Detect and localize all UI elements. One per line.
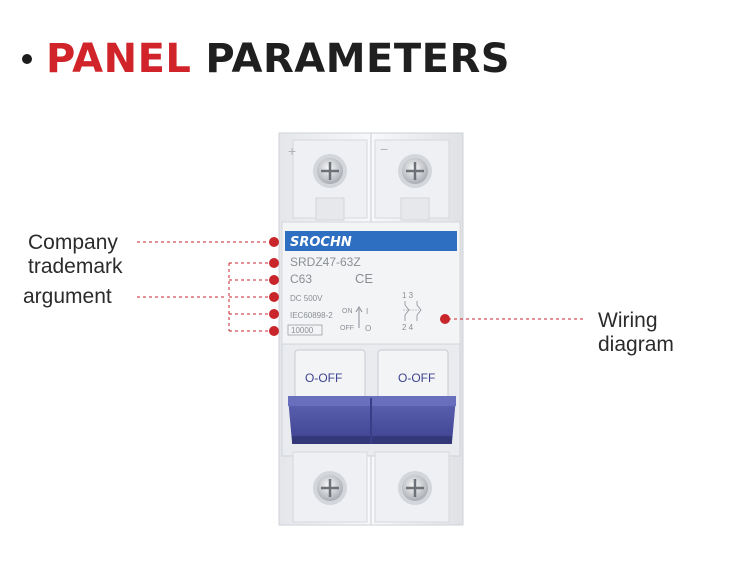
brand-bar — [285, 231, 457, 251]
terminal-minus-label: − — [380, 141, 388, 157]
callout-dot-model — [269, 258, 279, 268]
off-label: OFF — [340, 325, 354, 332]
model-text: SRDZ47-63Z — [290, 255, 361, 269]
callout-dot-voltage — [269, 292, 279, 302]
company-trademark-label: Company trademark — [28, 231, 123, 278]
off-symbol: O — [365, 324, 371, 333]
switch-right-label: O-OFF — [398, 371, 435, 385]
title-bullet — [22, 54, 32, 64]
title-rest: PARAMETERS — [205, 36, 511, 82]
switch-left-label: O-OFF — [305, 371, 342, 385]
title-highlight: PANEL — [46, 36, 192, 82]
callout-dot-rating — [269, 275, 279, 285]
svg-text:2 4: 2 4 — [402, 323, 414, 332]
leader-lines — [137, 241, 583, 332]
screw-bottom-left — [313, 471, 347, 505]
page-title: PANEL PARAMETERS — [22, 34, 510, 84]
rating-text: C63 — [290, 272, 312, 286]
screw-top-right — [398, 154, 432, 188]
screw-top-left — [313, 154, 347, 188]
callout-dot-capacity — [269, 326, 279, 336]
wiring-diagram-label: Wiring diagram — [598, 309, 674, 356]
callout-dot-trademark — [269, 237, 279, 247]
argument-label: argument — [23, 285, 112, 308]
callout-dot-standard — [269, 309, 279, 319]
voltage-text: DC 500V — [290, 294, 323, 303]
on-label: ON — [342, 308, 353, 315]
capacity-text: 10000 — [291, 326, 314, 335]
callout-dot-wiring — [440, 314, 450, 324]
standard-text: IEC60898-2 — [290, 311, 333, 320]
wiring-symbol: 1 3 2 4 — [402, 291, 422, 332]
ce-mark: CE — [355, 271, 373, 286]
svg-text:1 3: 1 3 — [402, 291, 414, 300]
terminal-plus-label: + — [288, 143, 296, 159]
screw-bottom-right — [398, 471, 432, 505]
brand-logo-text: SROCHN — [290, 235, 352, 250]
on-symbol: I — [366, 307, 368, 316]
